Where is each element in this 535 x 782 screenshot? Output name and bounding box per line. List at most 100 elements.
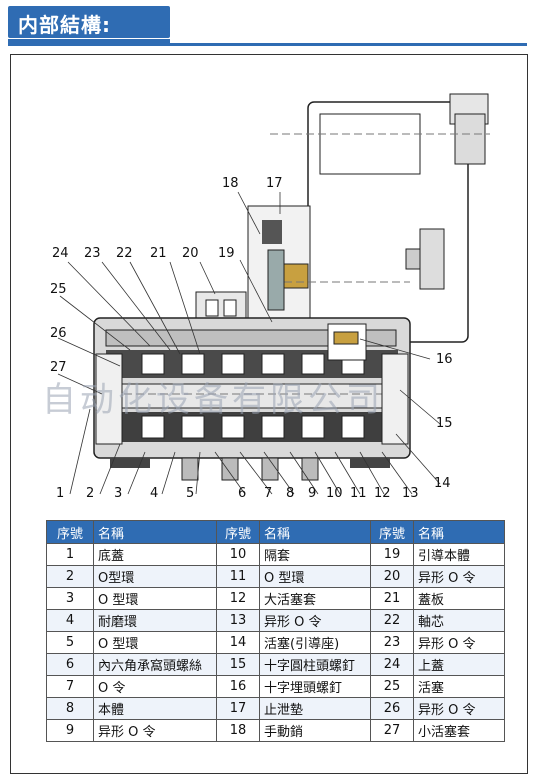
cell-name: 十字埋頭螺釘 [259,675,371,698]
cell-no: 13 [216,609,260,632]
cover-plate [195,291,247,323]
header-name-3: 名稱 [413,520,505,544]
callout-26: 26 [50,326,67,341]
table-row: 5 O 型環 14 活塞(引導座) 23 异形 O 令 [46,631,505,654]
callout-10: 10 [326,486,343,501]
callout-14: 14 [434,476,451,491]
cell-no: 8 [46,697,94,720]
header-name-1: 名稱 [93,520,217,544]
cell-no: 9 [46,719,94,742]
callout-12: 12 [374,486,391,501]
cell-no: 24 [370,653,414,676]
leader-lines [57,191,441,495]
callout-23: 23 [84,246,101,261]
header-rule [8,43,527,46]
cell-no: 17 [216,697,260,720]
cell-no: 27 [370,719,414,742]
callout-20: 20 [182,246,199,261]
callout-8: 8 [286,486,295,501]
callout-1: 1 [56,486,65,501]
cell-name: 底蓋 [93,543,217,566]
cell-name: 軸芯 [413,609,505,632]
header-no-1: 序號 [46,520,94,544]
cell-name: 蓋板 [413,587,505,610]
callout-21: 21 [150,246,167,261]
cell-name: 十字圓柱頭螺釘 [259,653,371,676]
valve-cross-section-diagram [57,93,490,495]
cell-no: 4 [46,609,94,632]
section-title: 内部結構: [18,13,111,37]
cell-name: 异形 O 令 [413,697,505,720]
pilot-body [247,205,410,319]
callout-15: 15 [436,416,453,431]
cell-name: 上蓋 [413,653,505,676]
table-row: 8 本體 17 止泄墊 26 异形 O 令 [46,697,505,720]
cell-no: 22 [370,609,414,632]
valve-main-body [93,317,411,459]
header-no-3: 序號 [370,520,414,544]
cell-name: 异形 O 令 [259,609,371,632]
cell-name: 小活塞套 [413,719,505,742]
cell-name: 內六角承窩頭螺絲 [93,653,217,676]
cell-name: 引導本體 [413,543,505,566]
cell-no: 15 [216,653,260,676]
cell-no: 3 [46,587,94,610]
callout-5: 5 [186,486,195,501]
cell-name: O 型環 [259,565,371,588]
cell-no: 2 [46,565,94,588]
parts-table: 序號 名稱 序號 名稱 序號 名稱 1 底蓋 10 隔套 19 引導本體 2 O… [46,520,505,742]
table-row: 2 O型環 11 O 型環 20 异形 O 令 [46,565,505,588]
cell-no: 18 [216,719,260,742]
cell-name: 异形 O 令 [413,631,505,654]
cell-no: 7 [46,675,94,698]
cell-name: 隔套 [259,543,371,566]
cell-name: 异形 O 令 [413,565,505,588]
header-name-2: 名稱 [259,520,371,544]
cell-name: O 型環 [93,587,217,610]
cell-name: 大活塞套 [259,587,371,610]
callout-27: 27 [50,360,67,375]
cell-name: 手動銷 [259,719,371,742]
cell-no: 12 [216,587,260,610]
cell-name: 止泄墊 [259,697,371,720]
cell-name: 本體 [93,697,217,720]
callout-7: 7 [264,486,273,501]
callout-25: 25 [50,282,67,297]
cell-no: 25 [370,675,414,698]
callout-24: 24 [52,246,69,261]
cell-no: 6 [46,653,94,676]
cell-no: 11 [216,565,260,588]
callout-19: 19 [218,246,235,261]
cell-name: O 令 [93,675,217,698]
table-row: 3 O 型環 12 大活塞套 21 蓋板 [46,587,505,610]
cell-no: 16 [216,675,260,698]
table-row: 9 异形 O 令 18 手動銷 27 小活塞套 [46,719,505,742]
section-header: 内部結構: [8,6,170,43]
callout-2: 2 [86,486,95,501]
watermark-text: 自动化设备有限公司 [42,380,384,420]
cell-name: 耐磨環 [93,609,217,632]
callout-17: 17 [266,176,283,191]
cell-name: O 型環 [93,631,217,654]
callout-22: 22 [116,246,133,261]
table-row: 1 底蓋 10 隔套 19 引導本體 [46,543,505,566]
header-no-2: 序號 [216,520,260,544]
callout-4: 4 [150,486,159,501]
cell-no: 21 [370,587,414,610]
table-row: 7 O 令 16 十字埋頭螺釘 25 活塞 [46,675,505,698]
table-row: 4 耐磨環 13 异形 O 令 22 軸芯 [46,609,505,632]
callout-18: 18 [222,176,239,191]
callout-3: 3 [114,486,123,501]
cell-no: 1 [46,543,94,566]
cell-no: 5 [46,631,94,654]
callout-11: 11 [350,486,367,501]
cell-name: O型環 [93,565,217,588]
cell-name: 异形 O 令 [93,719,217,742]
cell-name: 活塞(引導座) [259,631,371,654]
cell-no: 23 [370,631,414,654]
parts-table-header: 序號 名稱 序號 名稱 序號 名稱 [46,520,505,544]
bottom-ports [110,457,390,481]
cell-no: 14 [216,631,260,654]
cell-no: 19 [370,543,414,566]
cell-no: 26 [370,697,414,720]
